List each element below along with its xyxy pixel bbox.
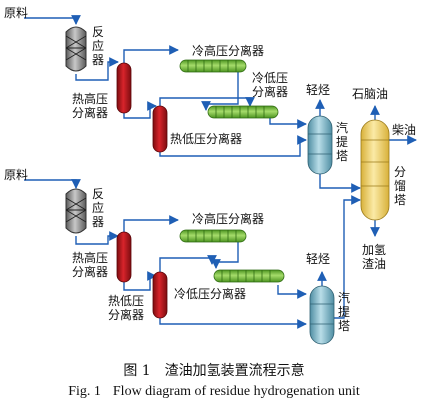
label-line: 轻烃: [306, 252, 330, 266]
label-line: 提: [336, 134, 348, 149]
lower-reactor-label: 反应器: [92, 187, 104, 229]
upper-cold-lp-sep-label: 冷低压分离器: [252, 71, 288, 99]
label-line: 渣油: [362, 257, 386, 271]
label-line: 分离器: [72, 264, 108, 279]
caption-en-title: Flow diagram of residue hydrogenation un…: [112, 384, 360, 399]
fractionator-label: 分馏塔: [394, 165, 406, 207]
label-line: 分离器: [108, 307, 144, 322]
naphtha-label: 石脑油: [352, 87, 388, 101]
label-line: 器: [92, 215, 104, 229]
lower-light-hc-label: 轻烃: [306, 252, 330, 266]
upper-hot-hp-sep-label: 热高压分离器: [72, 91, 108, 120]
figure-caption-chinese: 图 1 渣油加氢装置流程示意: [0, 360, 428, 380]
upper-stripper: [307, 115, 333, 175]
process-flow-diagram: 原料 反应器 热高压分离器 冷高压分离器 冷低压分离器 热低压分离器 轻烃 汽提…: [4, 6, 417, 345]
upper-cold-lp-separator: [207, 105, 279, 119]
lower-hlps-vapor: [159, 255, 217, 274]
label-line: 冷低压: [252, 71, 288, 85]
label-line: 反: [92, 25, 104, 39]
lower-hot-hp-separator: [116, 231, 132, 283]
label-line: 塔: [336, 149, 348, 163]
lower-cold-lp-sep-label: 冷低压分离器: [174, 286, 246, 301]
lower-cold-lp-separator: [213, 269, 285, 283]
lower-reactor: [65, 188, 87, 234]
lower-stripper: [309, 285, 335, 345]
lower-feed-label: 原料: [4, 168, 28, 182]
label-line: 原料: [4, 168, 28, 182]
figure-caption-english: Fig. 1 Flow diagram of residue hydrogenat…: [0, 384, 428, 400]
hydro-residue-label: 加氢渣油: [362, 242, 386, 271]
label-line: 冷低压分离器: [174, 286, 246, 301]
upper-feed-label: 原料: [4, 6, 28, 20]
upper-hot-lp-sep-label: 热低压分离器: [170, 131, 242, 146]
label-line: 汽: [336, 120, 348, 135]
flow-lines: [24, 15, 417, 329]
label-line: 石脑油: [352, 87, 388, 101]
label-line: 热高压: [72, 91, 108, 106]
label-line: 热高压: [72, 250, 108, 265]
lower-clps-to-stripper: [277, 285, 307, 299]
upper-clps-to-stripper: [269, 117, 307, 129]
caption-en-fig: Fig. 1: [68, 384, 101, 399]
upper-cold-hp-sep-label: 冷高压分离器: [192, 43, 264, 58]
lower-hhps-liquid: [123, 271, 157, 291]
label-line: 塔: [338, 319, 350, 333]
upper-stripper-label: 汽提塔: [336, 120, 348, 163]
label-line: 柴油: [392, 123, 416, 137]
label-line: 塔: [394, 193, 406, 207]
label-line: 应: [92, 38, 104, 53]
lower-hlps-to-stripper: [159, 318, 307, 329]
label-line: 应: [92, 200, 104, 215]
lower-cold-hp-sep-label: 冷高压分离器: [192, 211, 264, 226]
label-line: 汽: [338, 290, 350, 305]
upper-hot-hp-separator: [116, 62, 132, 114]
upper-feed-line: [24, 15, 81, 25]
label-line: 原料: [4, 6, 28, 20]
fractionator: [360, 119, 390, 221]
caption-cn-title: 渣油加氢装置流程示意: [164, 363, 305, 379]
lower-chps-to-clps: [211, 238, 239, 269]
label-line: 热低压分离器: [170, 131, 242, 146]
upper-cold-hp-separator: [179, 59, 247, 73]
upper-stripper-to-fractionator: [319, 172, 361, 193]
lower-cold-hp-separator: [179, 229, 247, 243]
upper-chps-to-clps: [201, 68, 239, 111]
label-line: 器: [92, 53, 104, 67]
label-line: 反: [92, 187, 104, 201]
lower-stripper-label: 汽提塔: [338, 290, 350, 333]
lower-hot-lp-sep-label: 热低压分离器: [108, 294, 144, 322]
caption-cn-fig: 图 1: [123, 363, 151, 379]
label-line: 分: [394, 165, 406, 179]
diesel-label: 柴油: [392, 123, 416, 137]
upper-hhps-liquid: [123, 101, 157, 119]
lower-hhps-vapor: [123, 215, 179, 233]
upper-light-hc-label: 轻烃: [306, 83, 330, 97]
lower-feed-line: [24, 179, 81, 189]
upper-hlps-to-stripper: [159, 135, 307, 157]
label-line: 分离器: [252, 84, 288, 99]
label-line: 加氢: [362, 242, 386, 257]
label-line: 热低压: [108, 294, 144, 308]
lower-hot-hp-sep-label: 热高压分离器: [72, 250, 108, 279]
lower-reactor-to-hhps: [75, 231, 119, 245]
label-line: 提: [338, 304, 350, 319]
label-line: 冷高压分离器: [192, 43, 264, 58]
upper-reactor-label: 反应器: [92, 25, 104, 67]
upper-hot-lp-separator: [152, 105, 168, 153]
label-line: 分离器: [72, 105, 108, 120]
upper-reactor: [65, 26, 87, 72]
upper-reactor-to-hhps: [75, 57, 119, 81]
upper-hlps-vapor: [159, 97, 255, 108]
lower-stripper-to-fractionator: [334, 195, 361, 319]
upper-hhps-vapor: [123, 45, 179, 63]
label-line: 馏: [394, 179, 406, 193]
label-line: 冷高压分离器: [192, 211, 264, 226]
lower-hot-lp-separator: [152, 271, 168, 319]
label-line: 轻烃: [306, 83, 330, 97]
